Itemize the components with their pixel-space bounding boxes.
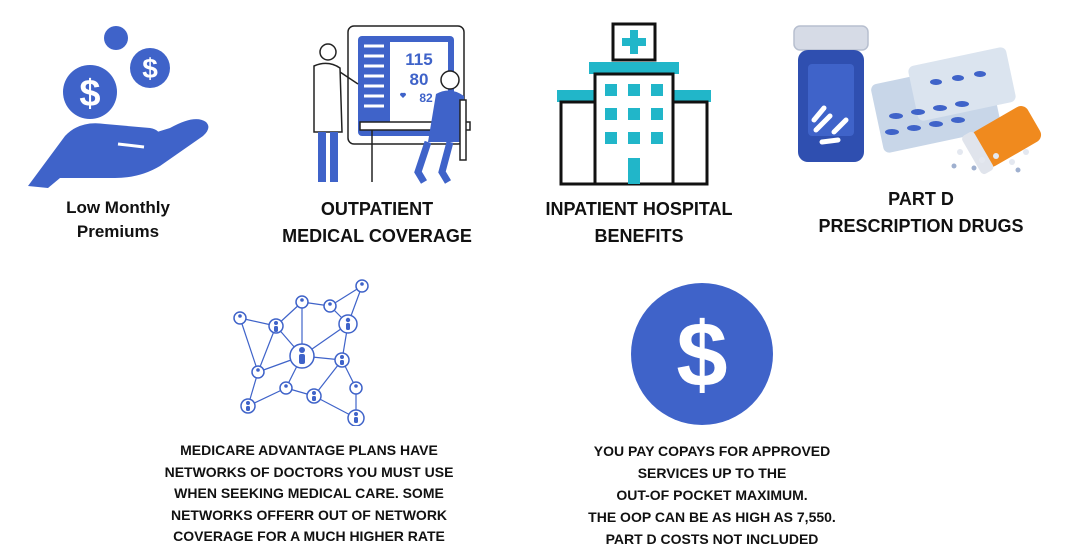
- caption-line: Premiums: [76, 222, 160, 241]
- caption-line: MEDICAL COVERAGE: [282, 226, 472, 246]
- hospital-building-icon: [557, 22, 711, 186]
- caption-line: WHEN SEEKING MEDICAL CARE. SOME: [174, 485, 444, 501]
- caption-line: Low Monthly: [66, 198, 170, 217]
- svg-text:$: $: [142, 53, 158, 84]
- caption-line: COVERAGE FOR A MUCH HIGHER RATE: [173, 528, 445, 544]
- caption-line: INPATIENT HOSPITAL: [545, 199, 733, 219]
- outpatient-tile: 115 80 82: [300, 22, 480, 190]
- caption-line: OUTPATIENT: [320, 199, 434, 219]
- copays-caption: YOU PAY COPAYS FOR APPROVED SERVICES UP …: [562, 440, 862, 550]
- inpatient-tile: [555, 22, 715, 187]
- hand-with-dollar-coins-icon: $ $: [28, 26, 209, 188]
- caption-line: OUT-OF POCKET MAXIMUM.: [616, 487, 808, 503]
- svg-text:$: $: [676, 304, 727, 406]
- part-d-tile: [786, 20, 1056, 180]
- doctor-network-icon: [233, 279, 369, 426]
- network-tile: [230, 276, 380, 426]
- svg-text:$: $: [79, 73, 100, 115]
- caption-line: YOU PAY COPAYS FOR APPROVED: [593, 443, 831, 459]
- doctor-patient-monitor-icon: 115 80 82: [313, 25, 471, 184]
- caption-line: NETWORKS OF DOCTORS YOU MUST USE: [164, 463, 454, 480]
- inpatient-caption: INPATIENT HOSPITAL BENEFITS: [528, 196, 750, 250]
- caption-line: PART D: [888, 189, 954, 209]
- caption-line: PRESCRIPTION DRUGS: [818, 216, 1024, 236]
- diastolic-value: 80: [410, 70, 429, 89]
- caption-line: MEDICARE ADVANTAGE PLANS HAVE: [180, 442, 438, 458]
- caption-line: NETWORKS OFFERR OUT OF NETWORK: [170, 506, 448, 523]
- copays-tile: $: [630, 282, 774, 426]
- outpatient-caption: OUTPATIENT MEDICAL COVERAGE: [268, 196, 486, 250]
- dollar-circle-icon: $: [631, 283, 773, 425]
- premiums-caption: Low Monthly Premiums: [18, 196, 218, 244]
- systolic-value: 115: [405, 50, 432, 69]
- network-caption: MEDICARE ADVANTAGE PLANS HAVE NETWORKS O…: [150, 440, 468, 548]
- premiums-tile: $ $: [20, 18, 220, 193]
- pulse-value: 82: [419, 91, 433, 105]
- caption-line: BENEFITS: [594, 226, 684, 246]
- caption-line: PART D COSTS NOT INCLUDED: [605, 531, 819, 547]
- pill-bottles-icon: [793, 25, 1042, 175]
- caption-line: THE OOP CAN BE AS HIGH AS 7,550.: [588, 509, 836, 525]
- part-d-caption: PART D PRESCRIPTION DRUGS: [808, 186, 1034, 240]
- caption-line: SERVICES UP TO THE: [637, 465, 787, 481]
